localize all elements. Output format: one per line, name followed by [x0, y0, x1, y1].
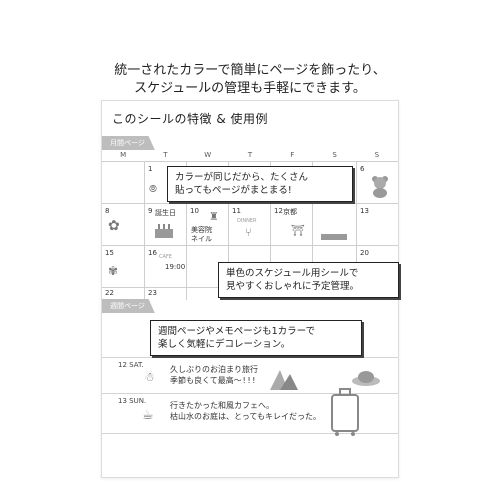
day-number: 13: [360, 207, 369, 215]
day-cell: [312, 204, 357, 246]
weekday-fri: F: [290, 151, 295, 159]
day-number: 22: [105, 289, 114, 297]
flower-icon: ✿: [108, 218, 120, 234]
intro-line-2: スケジュールの管理も手軽にできます。: [134, 81, 366, 96]
teddy-bear-icon: [372, 176, 388, 198]
day-number: 15: [105, 249, 114, 257]
day-cell: 11 DINNER ⑂: [228, 204, 271, 246]
weekday-mon: M: [120, 151, 127, 159]
callout-same-color: カラーが同じだから、たくさん 貼ってもページがまとまる!: [167, 166, 353, 202]
day-cell: [186, 246, 229, 288]
dinner-label: DINNER: [237, 218, 257, 224]
weekly-page-tab: 週間ページ: [102, 299, 155, 313]
day-cell: 6: [356, 162, 398, 204]
tea-cup-icon: ☕: [142, 408, 154, 423]
kyoto-label: 京都: [283, 208, 297, 216]
panel-title: このシールの特徴 & 使用例: [112, 112, 268, 126]
day-number: 10: [190, 207, 199, 215]
weekday-sat: S: [332, 151, 337, 159]
day-number: 11: [232, 207, 241, 215]
day-number: 6: [360, 165, 365, 173]
calendar-week-2: 8 ✿ 9 誕生日 10 美容院 ネイル ♜ 11 DINNER ⑂ 12 京都…: [102, 203, 398, 246]
day-cell: 16 CAFE 19:00: [144, 246, 187, 288]
train-icon: [321, 234, 347, 240]
butterfly-icon: ✾: [108, 264, 119, 278]
cake-icon: ⦾: [149, 184, 157, 195]
day-cell: 9 誕生日: [144, 204, 187, 246]
cutlery-icon: ⑂: [245, 226, 252, 239]
day-cell: 10 美容院 ネイル ♜: [186, 204, 229, 246]
day-cell: 15 ✾: [102, 246, 144, 288]
weekday-wed: W: [204, 151, 212, 159]
day-number: 16: [148, 249, 157, 257]
weekday-header: M T W T F S S: [102, 151, 398, 159]
day-number: 1: [148, 165, 153, 173]
monthly-page-tab: 月間ページ: [102, 136, 155, 150]
day-cell: [102, 162, 144, 204]
day-cell: 23: [144, 288, 187, 300]
salon-label: 美容院 ネイル: [191, 226, 212, 243]
day-cell: 22: [102, 288, 144, 300]
day-cell: 13: [356, 204, 398, 246]
day-cell: 1 ⦾: [144, 162, 187, 204]
day-cell: 12 京都 ⛩: [270, 204, 313, 246]
weekday-sun: S: [374, 151, 380, 159]
mountain-icon: [270, 370, 298, 390]
weekly-day-row: 13 SUN. ☕ 行きたかった和風カフェへ。 枯山水のお庭は、とってもキレイだ…: [102, 393, 398, 434]
weekly-day-row: [102, 433, 398, 477]
weekly-memo: 行きたかった和風カフェへ。 枯山水のお庭は、とってもキレイだった。: [170, 401, 321, 421]
weekly-date: 13 SUN.: [118, 397, 147, 405]
weekly-day-row: 12 SAT. ☃ 久しぶりのお泊まり旅行 季節も良くて最高〜!!!: [102, 357, 398, 394]
weekday-tue: T: [163, 151, 168, 159]
weekday-thu: T: [247, 151, 253, 159]
day-number: 12: [274, 207, 283, 215]
weekly-date: 12 SAT.: [118, 361, 144, 369]
cafe-label: CAFE: [159, 254, 172, 260]
weekly-memo: 久しぶりのお泊まり旅行 季節も良くて最高〜!!!: [170, 365, 258, 385]
day-number: 9: [148, 207, 153, 215]
day-number: 8: [105, 207, 110, 215]
ghost-icon: ☃: [144, 370, 155, 384]
callout-schedule-stickers: 単色のスケジュール用シールで 見やすくおしゃれに予定管理。: [218, 262, 399, 298]
birthday-label: 誕生日: [155, 209, 176, 217]
intro-line-1: 統一されたカラーで簡単にページを飾ったり、: [114, 63, 386, 78]
day-cell: [186, 288, 229, 300]
birthday-cake-icon: [155, 224, 173, 238]
torii-icon: ⛩: [291, 224, 305, 237]
intro-text: 統一されたカラーで簡単にページを飾ったり、 スケジュールの管理も手軽にできます。: [0, 62, 500, 98]
day-number: 23: [148, 289, 157, 297]
day-number: 20: [360, 249, 369, 257]
day-cell: 8 ✿: [102, 204, 144, 246]
suitcase-and-hat-icon: [331, 371, 380, 436]
callout-weekly-deco: 週間ページやメモページも1カラーで 楽しく気軽にデコレーション。: [150, 320, 362, 356]
nail-polish-icon: ♜: [209, 210, 219, 223]
time-label: 19:00: [165, 263, 186, 271]
